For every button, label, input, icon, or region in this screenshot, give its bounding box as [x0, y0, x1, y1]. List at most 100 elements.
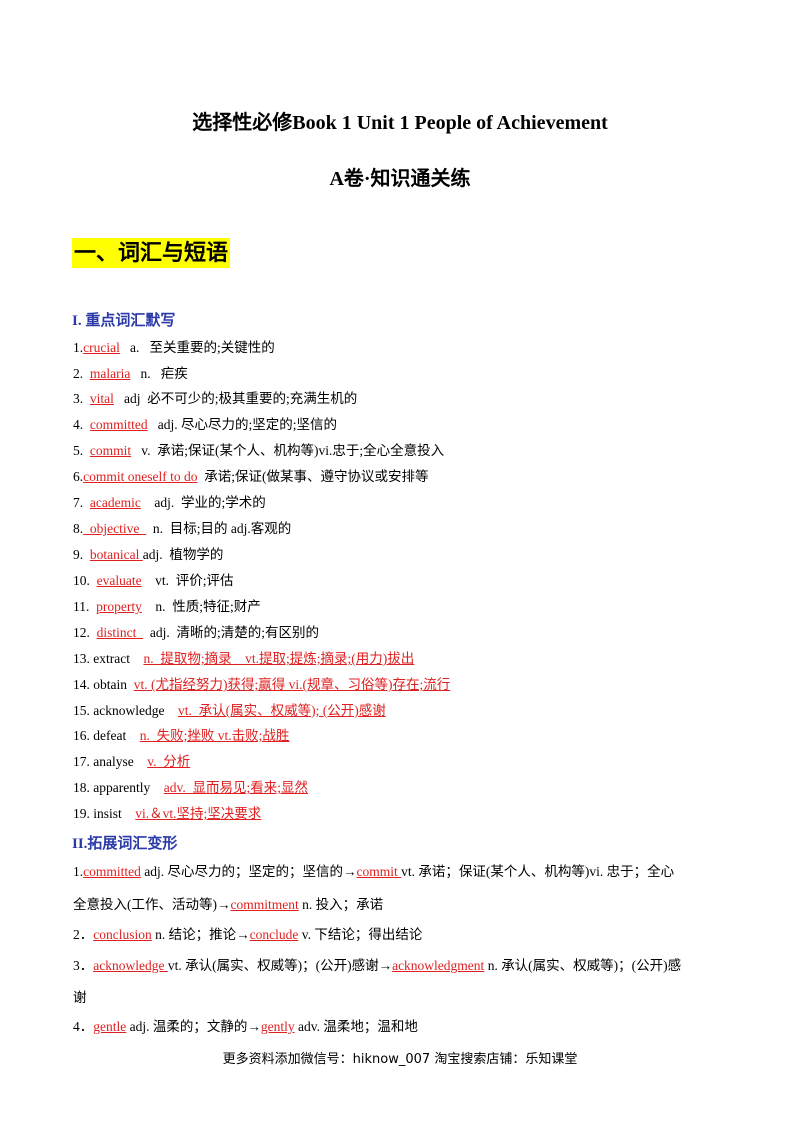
definition-text: n. 承认(属实、权威等)；(公开)感 [484, 958, 682, 973]
definition-text: vt. 评价;评估 [141, 573, 234, 588]
ext-item-3: 3．acknowledge vt. 承认(属实、权威等)；(公开)感谢→ackn… [73, 957, 681, 975]
vocab-item: 18. apparently adv. 显而易见;看来;显然 [73, 779, 308, 797]
definition-text: 谢 [73, 990, 87, 1005]
vocab-item: 2. malaria n. 疟疾 [73, 365, 188, 383]
item-number: 4. [73, 417, 90, 432]
item-number: 19. insist [73, 806, 136, 821]
vocab-item: 8. objective n. 目标;目的 adj.客观的 [73, 520, 291, 538]
answer-text: v. 分析 [147, 754, 191, 769]
definition-text: adj. 尽心尽力的;坚定的;坚信的 [147, 417, 337, 432]
answer-text: acknowledge [93, 958, 168, 973]
answer-text: committed [89, 417, 148, 432]
answer-text: conclusion [93, 927, 152, 942]
answer-text: commit [89, 443, 132, 458]
answer-text: commit [356, 864, 402, 879]
document-subtitle: A卷·知识通关练 [329, 168, 471, 190]
vocab-item: 7. academic adj. 学业的;学术的 [73, 494, 266, 512]
answer-text: gently [260, 1019, 295, 1034]
page-footer: 更多资料添加微信号：hiknow_007 淘宝搜索店铺：乐知课堂 [222, 1052, 578, 1067]
answer-text: vt. 承认(属实、权威等); (公开)感谢 [177, 703, 386, 718]
answer-text: adv. 显而易见;看来;显然 [163, 780, 308, 795]
vocab-item: 13. extract n. 提取物;摘录 vt.提取;提炼;摘录;(用力)拔出 [73, 650, 414, 668]
answer-text: conclude [249, 927, 299, 942]
item-number: 1. [73, 340, 84, 355]
item-number: 14. obtain [73, 677, 134, 692]
item-number: 12. [73, 625, 97, 640]
definition-text: v. 承诺;保证(某个人、机构等)vi.忠于;全心全意投入 [131, 443, 445, 458]
item-number: 10. [73, 573, 97, 588]
answer-text: academic [89, 495, 141, 510]
ext-item-1-cont: 全意投入(工作、活动等)→commitment n. 投入；承诺 [73, 896, 383, 914]
item-number: 3． [73, 958, 94, 973]
answer-text: vt. (尤指经努力)获得;赢得 vi.(规章、习俗等)存在;流行 [133, 677, 451, 692]
definition-text: adj 必不可少的;极其重要的;充满生机的 [113, 391, 358, 406]
item-number: 13. extract [73, 651, 144, 666]
vocab-item: 12. distinct adj. 清晰的;清楚的;有区别的 [73, 624, 319, 642]
vocab-item: 10. evaluate vt. 评价;评估 [73, 572, 234, 590]
answer-text: committed [83, 864, 141, 879]
answer-text: commit oneself to do [83, 469, 198, 484]
answer-text: evaluate [96, 573, 142, 588]
definition-text: n. 结论；推论→ [151, 927, 250, 942]
item-number: 17. analyse [73, 754, 148, 769]
ext-item-1: 1.committed adj. 尽心尽力的；坚定的；坚信的→commit vt… [73, 863, 674, 881]
vocab-item: 19. insist vi.＆vt.坚持;坚决要求 [73, 805, 261, 823]
vocab-item: 14. obtain vt. (尤指经努力)获得;赢得 vi.(规章、习俗等)存… [73, 676, 450, 694]
item-number: 3. [73, 391, 90, 406]
answer-text: vital [89, 391, 114, 406]
answer-text: acknowledgment [392, 958, 485, 973]
answer-text: n. 提取物;摘录 vt.提取;提炼;摘录;(用力)拔出 [143, 651, 415, 666]
vocab-item: 17. analyse v. 分析 [73, 753, 190, 771]
answer-text: crucial [83, 340, 120, 355]
definition-text: 承诺;保证(做某事、遵守协议或安排等 [197, 469, 429, 484]
answer-text: vi.＆vt.坚持;坚决要求 [135, 806, 262, 821]
definition-text: adj. 植物学的 [142, 547, 224, 562]
item-number: 6. [73, 469, 84, 484]
part1-heading: I. 重点词汇默写 [72, 313, 176, 329]
answer-text: botanical [89, 547, 143, 562]
answer-text: objective [83, 521, 147, 536]
vocab-item: 9. botanical adj. 植物学的 [73, 546, 223, 564]
definition-text: n. 投入；承诺 [298, 897, 384, 912]
vocab-item: 1.crucial a. 至关重要的;关键性的 [73, 339, 275, 357]
answer-text: commitment [230, 897, 299, 912]
vocab-item: 3. vital adj 必不可少的;极其重要的;充满生机的 [73, 390, 357, 408]
ext-item-3-cont: 谢 [73, 989, 87, 1007]
item-number: 16. defeat [73, 728, 140, 743]
definition-text: vt. 承认(属实、权威等)；(公开)感谢→ [167, 958, 393, 973]
part2-heading: II.拓展词汇变形 [72, 836, 178, 852]
section-heading-vocab: 一、词汇与短语 [72, 238, 231, 268]
item-number: 7. [73, 495, 90, 510]
definition-text: adj. 学业的;学术的 [140, 495, 266, 510]
item-number: 9. [73, 547, 90, 562]
item-number: 11. [73, 599, 97, 614]
answer-text: distinct [96, 625, 144, 640]
document-title: 选择性必修Book 1 Unit 1 People of Achievement [192, 112, 608, 134]
vocab-item: 5. commit v. 承诺;保证(某个人、机构等)vi.忠于;全心全意投入 [73, 442, 444, 460]
definition-text: v. 下结论；得出结论 [298, 927, 423, 942]
item-number: 2. [73, 366, 90, 381]
definition-text: adv. 温柔地；温和地 [294, 1019, 418, 1034]
definition-text: 全意投入(工作、活动等)→ [73, 897, 231, 912]
vocab-item: 6.commit oneself to do 承诺;保证(做某事、遵守协议或安排… [73, 468, 428, 486]
item-number: 5. [73, 443, 90, 458]
vocab-item: 16. defeat n. 失败;挫败 vt.击败;战胜 [73, 727, 289, 745]
definition-text: adj. 清晰的;清楚的;有区别的 [143, 625, 319, 640]
definition-text: adj. 尽心尽力的；坚定的；坚信的→ [140, 864, 357, 879]
item-number: 15. acknowledge [73, 703, 178, 718]
answer-text: n. 失败;挫败 vt.击败;战胜 [139, 728, 290, 743]
item-number: 1. [73, 864, 84, 879]
vocab-item: 11. property n. 性质;特征;财产 [73, 598, 261, 616]
answer-text: property [96, 599, 142, 614]
ext-item-4: 4．gentle adj. 温柔的；文静的→gently adv. 温柔地；温和… [73, 1018, 418, 1036]
answer-text: malaria [89, 366, 131, 381]
answer-text: gentle [93, 1019, 127, 1034]
definition-text: n. 目标;目的 adj.客观的 [146, 521, 292, 536]
item-number: 18. apparently [73, 780, 164, 795]
definition-text: n. 疟疾 [130, 366, 188, 381]
definition-text: a. 至关重要的;关键性的 [119, 340, 275, 355]
vocab-item: 15. acknowledge vt. 承认(属实、权威等); (公开)感谢 [73, 702, 386, 720]
definition-text: adj. 温柔的；文静的→ [126, 1019, 261, 1034]
definition-text: n. 性质;特征;财产 [141, 599, 261, 614]
item-number: 8. [73, 521, 84, 536]
